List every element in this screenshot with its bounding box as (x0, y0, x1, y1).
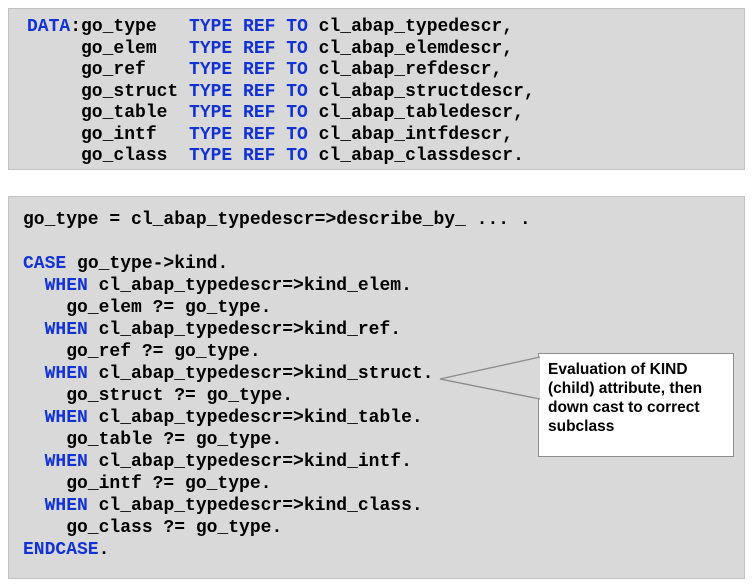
code-keyword: WHEN (44, 496, 88, 516)
code-line: WHEN cl_abap_typedescr=>kind_struct. (44, 364, 434, 384)
code-line: WHEN cl_abap_typedescr=>kind_class. (44, 496, 423, 516)
code-line: CASE go_type->kind. (23, 254, 229, 274)
code-line: go_intf ?= go_type. (23, 474, 272, 494)
code-line: go_struct TYPE REF TO cl_abap_structdesc… (27, 81, 535, 102)
code-keyword: CASE (23, 254, 67, 274)
code-keyword: WHEN (44, 276, 88, 296)
code-keyword: TYPE REF TO (189, 124, 308, 145)
code-keyword: DATA (27, 17, 71, 37)
code-keyword: WHEN (44, 364, 88, 384)
code-line: go_class TYPE REF TO cl_abap_classdescr. (27, 146, 524, 166)
callout-text-line: Evaluation of KIND (548, 361, 688, 378)
code-keyword: TYPE REF TO (189, 146, 308, 166)
code-line: go_table ?= go_type. (23, 430, 283, 450)
code-keyword: TYPE REF TO (189, 103, 308, 123)
code-line: DATA:go_type TYPE REF TO cl_abap_typedes… (27, 17, 514, 37)
code-keyword: WHEN (44, 408, 88, 428)
code-keyword: TYPE REF TO (189, 38, 308, 59)
code-line: go_ref ?= go_type. (23, 342, 261, 362)
code-keyword: TYPE REF TO (189, 17, 308, 37)
callout-text-line: (child) attribute, then (548, 380, 703, 397)
code-line: go_class ?= go_type. (23, 518, 283, 538)
data-declaration-code-box: DATA:go_type TYPE REF TO cl_abap_typedes… (8, 8, 745, 170)
code-line: go_struct ?= go_type. (23, 386, 294, 406)
callout-text-line: down cast to correct (548, 399, 700, 416)
code-keyword: TYPE REF TO (189, 60, 308, 80)
code-line: go_table TYPE REF TO cl_abap_tabledescr, (27, 103, 524, 123)
code-line: go_elem TYPE REF TO cl_abap_elemdescr, (27, 38, 514, 59)
callout-text-line: subclass (548, 418, 615, 435)
code-line: ENDCASE. (23, 540, 110, 560)
code-line (23, 231, 744, 253)
code-keyword: TYPE REF TO (189, 81, 308, 102)
code-line: go_intf TYPE REF TO cl_abap_intfdescr, (27, 124, 514, 145)
code-line: WHEN cl_abap_typedescr=>kind_ref. (44, 320, 402, 340)
code-line: WHEN cl_abap_typedescr=>kind_intf. (44, 452, 412, 472)
code-line: go_elem ?= go_type. (23, 298, 272, 318)
code-line: WHEN cl_abap_typedescr=>kind_elem. (44, 276, 412, 296)
code-keyword: WHEN (44, 452, 88, 472)
code-keyword: ENDCASE (23, 540, 99, 560)
code-line: go_ref TYPE REF TO cl_abap_refdescr, (27, 60, 503, 80)
code-keyword: WHEN (44, 320, 88, 340)
code-line: WHEN cl_abap_typedescr=>kind_table. (44, 408, 423, 428)
callout-bubble: Evaluation of KIND (child) attribute, th… (538, 353, 734, 457)
code-line: go_type = cl_abap_typedescr=>describe_by… (23, 210, 531, 230)
